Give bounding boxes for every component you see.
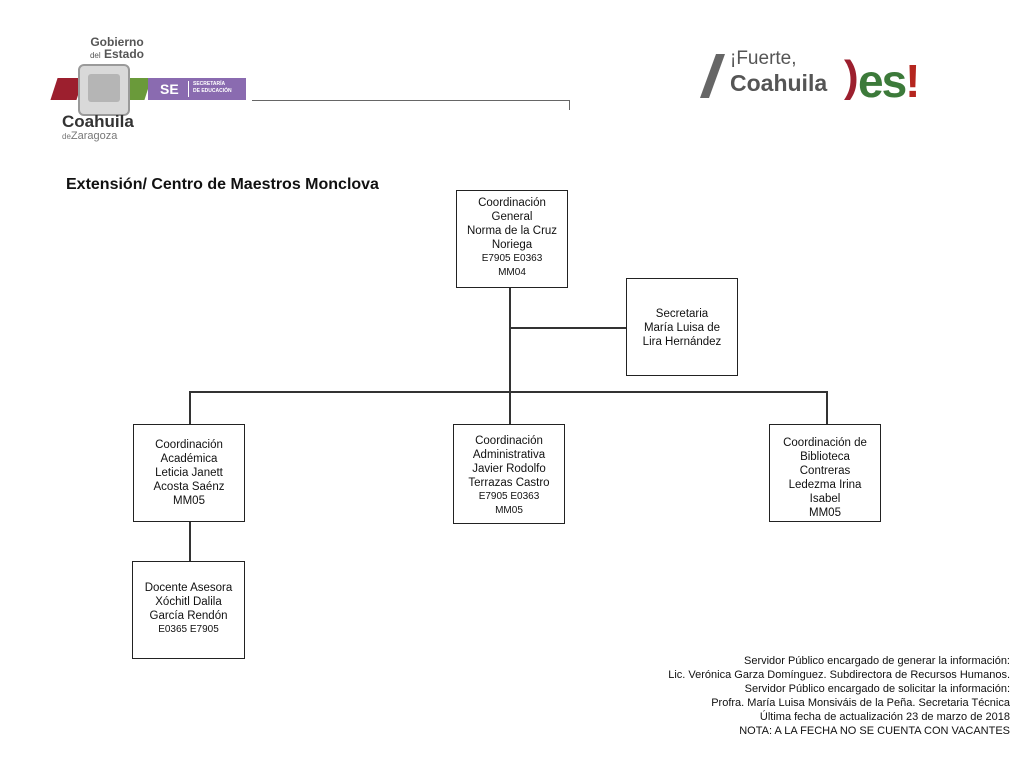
es-text: es (858, 55, 907, 107)
node-code: MM05 (495, 505, 523, 516)
gobierno-text: Gobierno (90, 35, 144, 49)
gobierno-estado-label: Gobierno del Estado (72, 36, 162, 62)
node-line: Coordinación (155, 439, 223, 451)
node-line: Norma de la Cruz (466, 225, 558, 237)
footer-line: Última fecha de actualización 23 de marz… (759, 711, 1010, 723)
paren-icon: ) (844, 52, 859, 101)
node-line: Secretaria (655, 308, 709, 320)
connector-general-down (509, 287, 511, 424)
node-line: Coordinación (475, 435, 543, 447)
node-line: Noriega (491, 239, 533, 251)
node-line: Ledezma Irina (788, 479, 862, 491)
node-line: García Rendón (149, 610, 228, 622)
node-code: E7905 E0363 (481, 253, 543, 264)
node-line: Terrazas Castro (468, 477, 550, 489)
coahuila-text: Coahuila (62, 112, 134, 131)
node-line: General (491, 211, 533, 223)
footer-line: Servidor Público encargado de generar la… (744, 655, 1010, 667)
node-secretaria: Secretaria María Luisa de Lira Hernández (626, 278, 738, 376)
node-line: Xóchitl Dalila (155, 596, 222, 608)
header-divider-tick (569, 100, 570, 110)
connector-academica (189, 391, 191, 424)
page-title: Extensión/ Centro de Maestros Monclova (66, 176, 379, 193)
header-divider (252, 100, 570, 101)
exclamation-text: ! (905, 55, 920, 107)
node-line: Académica (160, 453, 218, 465)
node-code: MM04 (498, 267, 526, 278)
node-line: Coordinación (478, 197, 546, 209)
node-line: Lira Hernández (642, 336, 722, 348)
node-coordinacion-administrativa: Coordinación Administrativa Javier Rodol… (453, 424, 565, 524)
node-code: E7905 E0363 (478, 491, 540, 502)
secretaria-line2: DE EDUCACIÓN (193, 88, 232, 94)
node-line: Biblioteca (800, 451, 850, 463)
se-label: SE (160, 81, 179, 97)
de-text: de (62, 132, 71, 141)
node-line: Contreras (799, 465, 851, 477)
del-text: del (89, 51, 101, 60)
node-line: MM05 (809, 507, 841, 519)
node-docente-asesora: Docente Asesora Xóchitl Dalila García Re… (132, 561, 245, 659)
node-line: Coordinación de (783, 437, 867, 449)
node-line: María Luisa de (643, 322, 721, 334)
node-line: Isabel (809, 493, 841, 505)
node-coordinacion-academica: Coordinación Académica Leticia Janett Ac… (133, 424, 245, 522)
slash-icon (699, 54, 726, 98)
node-coordinacion-biblioteca: Coordinación de Biblioteca Contreras Led… (769, 424, 881, 522)
fuerte-coahuila-logo: ¡Fuerte, Coahuila ) es! (699, 48, 948, 120)
fuerte-text: ¡Fuerte, (730, 48, 797, 69)
node-coordinacion-general: Coordinación General Norma de la Cruz No… (456, 190, 568, 288)
state-seal-icon (78, 64, 130, 116)
secretaria-line1: SECRETARÍA (193, 81, 226, 87)
connector-biblioteca (826, 391, 828, 424)
estado-text: Estado (104, 47, 145, 61)
footer-line: Profra. María Luisa Monsiváis de la Peña… (711, 697, 1010, 709)
node-line: Leticia Janett (155, 467, 223, 479)
gobierno-coahuila-logo: Gobierno del Estado Coahuila deZaragoza … (50, 36, 252, 144)
footer-line: Lic. Verónica Garza Domínguez. Subdirect… (668, 669, 1010, 681)
node-line: Javier Rodolfo (472, 463, 546, 475)
footer-line: NOTA: A LA FECHA NO SE CUENTA CON VACANT… (739, 725, 1010, 737)
node-code: E0365 E7905 (158, 624, 219, 635)
node-line: Administrativa (472, 449, 546, 461)
connector-docente (189, 521, 191, 561)
zaragoza-text: Zaragoza (70, 130, 118, 142)
node-line: Acosta Saénz (153, 481, 225, 493)
connector-horizontal-bar (189, 391, 827, 393)
node-line: Docente Asesora (144, 582, 233, 594)
connector-secretaria (510, 327, 626, 329)
node-line: MM05 (173, 495, 205, 507)
footer-line: Servidor Público encargado de solicitar … (744, 683, 1010, 695)
coahuila-slogan-text: Coahuila (730, 70, 828, 96)
footer-info: Servidor Público encargado de generar la… (668, 654, 1010, 738)
